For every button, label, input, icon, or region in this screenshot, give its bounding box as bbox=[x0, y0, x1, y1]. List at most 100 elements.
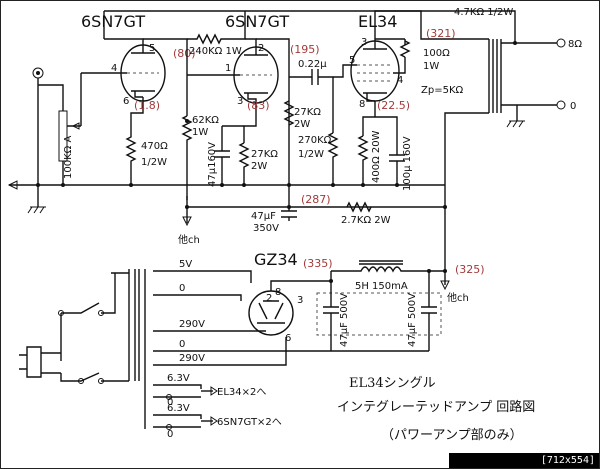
node-g8 bbox=[361, 183, 365, 187]
rect-pin-6: 6 bbox=[285, 333, 291, 344]
supply-voltage-325: (325) bbox=[455, 263, 485, 276]
pt-0d-label: 0 bbox=[167, 429, 173, 440]
v2-pin-anode: 2 bbox=[258, 43, 264, 54]
v2-plate bbox=[244, 38, 268, 56]
b-plus-rail-top bbox=[104, 10, 516, 43]
pt-63b-label: 6.3V bbox=[167, 403, 190, 414]
filter-cap-b-label: 47µF 500V bbox=[407, 293, 418, 347]
node-g9 bbox=[395, 183, 399, 187]
v1-tube-name: 6SN7GT bbox=[81, 12, 145, 31]
v3-screen-lead bbox=[393, 39, 406, 74]
node-444-206 bbox=[443, 205, 447, 209]
rect-pin-8: 8 bbox=[275, 287, 281, 298]
node-g1 bbox=[36, 183, 40, 187]
pt-0c-label: 0 bbox=[167, 397, 173, 408]
r27k-b-watt: 2W bbox=[294, 119, 310, 130]
r270k-watt: 1/2W bbox=[298, 149, 324, 160]
coupling-cap-label: 0.22µ bbox=[298, 59, 327, 70]
rect-pin-3: 3 bbox=[297, 295, 303, 306]
r27k-b-label: 27KΩ bbox=[294, 107, 321, 118]
filter-cap-a bbox=[323, 281, 339, 351]
v3-plate bbox=[363, 39, 387, 50]
el34-heater-label: EL34×2へ bbox=[217, 387, 266, 398]
rect-plate-lead bbox=[270, 280, 331, 291]
v3-pin-anode: 3 bbox=[361, 37, 367, 48]
image-host-footer: [712x554] http://upic.me/ bbox=[449, 453, 599, 468]
pt-0a-label: 0 bbox=[179, 283, 185, 294]
pt-5v-line bbox=[153, 270, 252, 283]
input-wire bbox=[37, 78, 64, 185]
filter-cap-b bbox=[421, 271, 437, 351]
r27k-plate-body bbox=[283, 100, 295, 126]
c100-body bbox=[389, 147, 405, 185]
r27k-a-label: 27KΩ bbox=[251, 149, 278, 160]
pt-290b-label: 290V bbox=[179, 353, 205, 364]
v1-plate-voltage: (80) bbox=[173, 47, 196, 60]
pt-63a-line bbox=[153, 384, 202, 398]
opt-bplus-feed bbox=[444, 112, 489, 247]
pt-5v-label: 5V bbox=[179, 259, 192, 270]
v3-grid-lead bbox=[333, 64, 357, 78]
pt-63b-line bbox=[153, 414, 202, 428]
rail-voltage-287: (287) bbox=[301, 193, 331, 206]
c47-350-body bbox=[281, 207, 297, 221]
volume-arrow bbox=[71, 122, 80, 130]
r2-7k-body bbox=[346, 201, 372, 213]
node-g2 bbox=[61, 183, 65, 187]
v3-plate-to-opt bbox=[374, 10, 489, 40]
v3-cathode-voltage: (22.5) bbox=[377, 99, 410, 112]
mains-plug-icon bbox=[19, 346, 42, 378]
r4-7k-label: 4.7KΩ 1/2W bbox=[454, 7, 513, 18]
pt-290b-line bbox=[153, 337, 287, 366]
r27k-a-watt: 2W bbox=[251, 161, 267, 172]
pt-0a-line bbox=[153, 294, 242, 301]
r100-body bbox=[399, 40, 411, 58]
ground-symbol-left bbox=[27, 206, 46, 214]
v1-cathode-lead bbox=[130, 97, 144, 131]
switch-terminal-1 bbox=[58, 310, 64, 316]
r270k-body bbox=[327, 132, 339, 185]
v2-plate-node bbox=[256, 38, 290, 207]
choke-coil bbox=[331, 266, 445, 273]
r240k-feed bbox=[187, 11, 246, 45]
pt-0b-label: 0 bbox=[179, 339, 185, 350]
choke-core bbox=[359, 260, 403, 265]
v3-tube-name: EL34 bbox=[358, 12, 397, 31]
r100-watt: 1W bbox=[423, 61, 439, 72]
to-other-ch-2-arrow bbox=[440, 280, 450, 291]
node-g3 bbox=[129, 183, 133, 187]
v3-pin-grid: 5 bbox=[349, 55, 355, 66]
v1-cathode bbox=[131, 90, 155, 98]
node-g6 bbox=[287, 183, 291, 187]
mains-wiring bbox=[41, 272, 129, 382]
rect-tube-name: GZ34 bbox=[254, 250, 298, 269]
v3-cathode bbox=[363, 92, 387, 102]
out-8-label: 8Ω bbox=[568, 39, 582, 50]
v2-pin-cathode: 3 bbox=[237, 96, 243, 107]
c47-160-body bbox=[214, 125, 244, 185]
sn7-heater-arrow-head bbox=[210, 416, 218, 426]
r470-label: 470Ω bbox=[141, 141, 168, 152]
input-jack-center bbox=[36, 71, 40, 75]
v3-plate-voltage: (321) bbox=[426, 27, 456, 40]
r470-watt: 1/2W bbox=[141, 157, 167, 168]
to-other-ch-2-label: 他ch bbox=[447, 291, 469, 304]
r400-body bbox=[357, 135, 369, 185]
to-other-ch-1-arrow bbox=[182, 216, 192, 227]
c47-350-volt: 350V bbox=[253, 223, 279, 234]
v1-pin-anode: 5 bbox=[149, 43, 155, 54]
node-186-206 bbox=[185, 205, 189, 209]
ground-symbol-opt bbox=[506, 120, 525, 128]
v2-cathode bbox=[243, 92, 268, 143]
c47-160-label: 47µ160V bbox=[207, 142, 218, 187]
r270k-label: 270KΩ bbox=[298, 135, 332, 146]
r62k-watt: 1W bbox=[192, 127, 208, 138]
v1-cathode-voltage: (1.8) bbox=[134, 99, 160, 112]
heater-terminal-1 bbox=[166, 394, 172, 400]
pt-63a-label: 6.3V bbox=[167, 373, 190, 384]
node-g4 bbox=[220, 183, 224, 187]
out-8-node bbox=[513, 41, 517, 45]
volume-pot bbox=[58, 110, 68, 162]
v3-pin-cathode: 8 bbox=[359, 99, 365, 110]
